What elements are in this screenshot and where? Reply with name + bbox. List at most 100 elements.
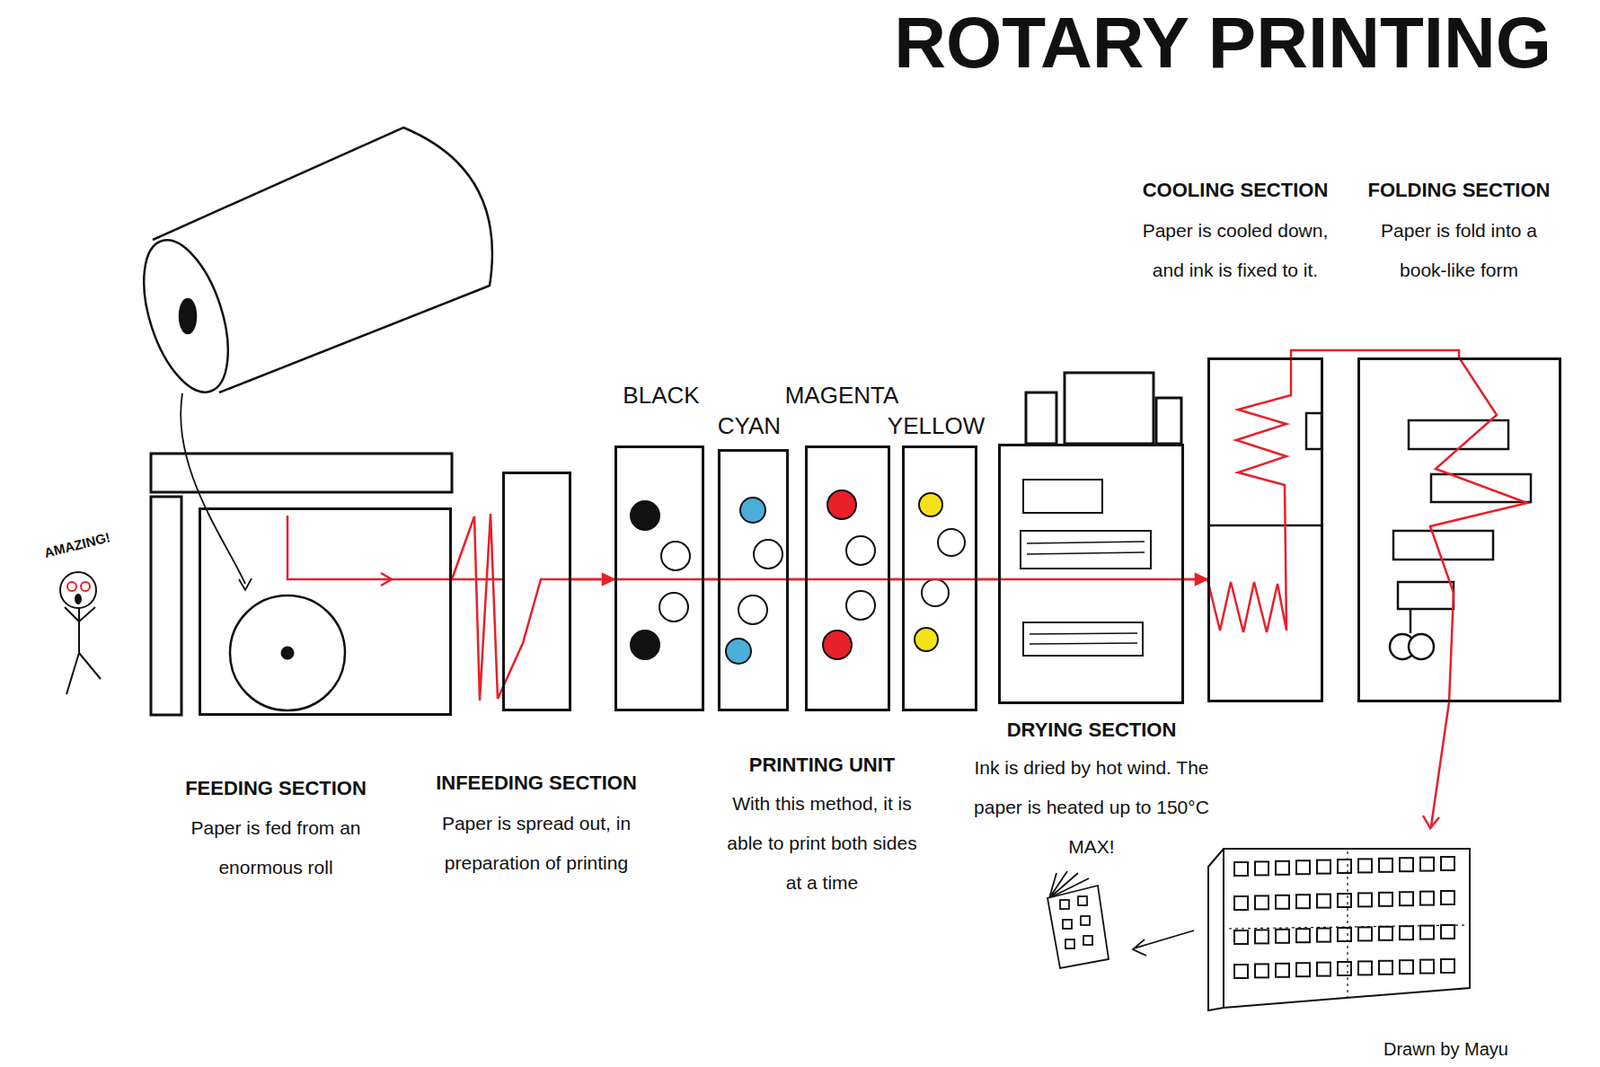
roller xyxy=(822,630,852,660)
section-description: Paper is cooled down, and ink is fixed t… xyxy=(1134,211,1337,291)
page-thumbnail xyxy=(1399,892,1414,906)
page-thumbnail xyxy=(1379,961,1393,975)
heater-lines xyxy=(1029,633,1138,645)
booklet-box xyxy=(1060,900,1070,910)
folding-plate xyxy=(1393,530,1494,560)
paper-flow-connector xyxy=(704,578,718,582)
booklet-box xyxy=(1083,936,1093,946)
feeder-top-bar xyxy=(150,453,452,493)
dryer-vent xyxy=(1025,392,1057,444)
page-thumbnail xyxy=(1234,896,1248,911)
page-thumbnail xyxy=(1337,859,1352,874)
page-thumbnail xyxy=(1399,857,1414,872)
page-thumbnail xyxy=(1296,894,1310,909)
paper-web xyxy=(1207,357,1291,633)
page-thumbnail xyxy=(1440,891,1455,905)
paper-flow-connector xyxy=(977,578,999,582)
output-head xyxy=(1423,815,1440,829)
roller xyxy=(630,501,660,531)
roller xyxy=(740,497,766,523)
roll-leader xyxy=(180,393,246,584)
feeder-side-panel xyxy=(150,496,182,716)
paper-web xyxy=(1430,357,1528,703)
page-thumbnail xyxy=(1379,858,1393,873)
folding-plate xyxy=(1397,582,1454,610)
paper-web xyxy=(287,515,452,580)
printing-unit: CYAN xyxy=(717,449,789,712)
page-thumbnail xyxy=(1358,858,1372,873)
dryer-vent xyxy=(1156,397,1182,444)
paper-flow-connector xyxy=(451,578,503,582)
arrow-head xyxy=(601,573,615,585)
page-thumbnail xyxy=(1296,860,1310,875)
printing-unit: BLACK xyxy=(614,445,705,712)
roller xyxy=(725,638,752,664)
unit-rollers xyxy=(630,490,965,664)
page-thumbnail xyxy=(1255,895,1269,910)
section-description: Paper is fold into a book-like form xyxy=(1367,211,1552,291)
unit-label: MAGENTA xyxy=(769,380,914,410)
booklet-box xyxy=(1078,896,1088,906)
booklet-box xyxy=(1080,916,1090,926)
output-stack xyxy=(1208,848,1470,1011)
section-description: Paper is spread out, in preparation of p… xyxy=(415,804,658,884)
roll-leader-head xyxy=(238,578,252,591)
paper-web xyxy=(451,513,572,701)
booklet-box xyxy=(1062,919,1072,929)
section-description: Ink is dried by hot wind. The paper is h… xyxy=(968,748,1216,867)
paper-flow-connector xyxy=(1290,350,1459,358)
folding-machine xyxy=(1389,420,1531,660)
paper-flow-connector xyxy=(890,578,902,582)
roller xyxy=(661,541,690,571)
drying-section: DRYING SECTIONInk is dried by hot wind. … xyxy=(998,443,1185,705)
diagram-title: ROTARY PRINTING xyxy=(893,7,1552,80)
roller xyxy=(827,490,857,520)
stack-outline xyxy=(1208,848,1470,1011)
unit-label: CYAN xyxy=(686,411,813,441)
paper-reel xyxy=(229,595,345,711)
page-thumbnail xyxy=(1440,959,1455,973)
page-thumbnail xyxy=(1255,861,1269,876)
page-thumbnail xyxy=(1379,892,1393,907)
page-thumbnail xyxy=(1317,860,1331,875)
cooling-part xyxy=(1306,413,1322,450)
cooling-divider xyxy=(1207,524,1324,528)
section-heading: FOLDING SECTION xyxy=(1360,177,1558,204)
heater-plate xyxy=(1023,479,1103,513)
roller xyxy=(753,539,783,569)
page-thumbnail xyxy=(1379,927,1393,941)
group-heading: PRINTING UNIT xyxy=(705,752,939,778)
roller xyxy=(937,529,965,557)
figure-glasses xyxy=(67,582,77,592)
figure-mouth xyxy=(75,594,81,604)
section-description: Paper is fed from an enormous roll xyxy=(190,808,362,888)
page-thumbnail xyxy=(1275,861,1290,876)
roller xyxy=(659,592,689,622)
roller xyxy=(846,536,876,566)
page-thumbnail xyxy=(1275,895,1290,910)
stick-figure xyxy=(60,572,101,695)
booklet-arrow xyxy=(1132,930,1194,956)
booklet-cover xyxy=(1047,885,1109,969)
page-thumbnail xyxy=(1337,928,1352,942)
page-thumbnail xyxy=(1440,857,1455,871)
paper-web-head xyxy=(380,573,392,586)
figure-glasses xyxy=(80,582,90,592)
page-thumbnail xyxy=(1255,929,1269,944)
infeeding-section: INFEEDING SECTIONPaper is spread out, in… xyxy=(502,471,572,712)
page-thumbnail xyxy=(1420,960,1434,974)
roller xyxy=(919,493,943,517)
folding-roller xyxy=(1408,634,1434,660)
page-thumbnail xyxy=(1296,928,1310,943)
heater-plate xyxy=(1020,530,1151,569)
roller xyxy=(846,591,876,620)
roller xyxy=(738,595,768,625)
page-thumbnail xyxy=(1296,963,1310,977)
page-thumbnail xyxy=(1420,926,1434,940)
cooling-section: COOLING SECTIONPaper is cooled down, and… xyxy=(1207,357,1324,703)
exclamation: AMAZING! xyxy=(26,525,127,566)
booklet-box xyxy=(1065,939,1075,949)
page-thumbnail xyxy=(1234,930,1248,945)
page-thumbnail xyxy=(1440,925,1455,939)
